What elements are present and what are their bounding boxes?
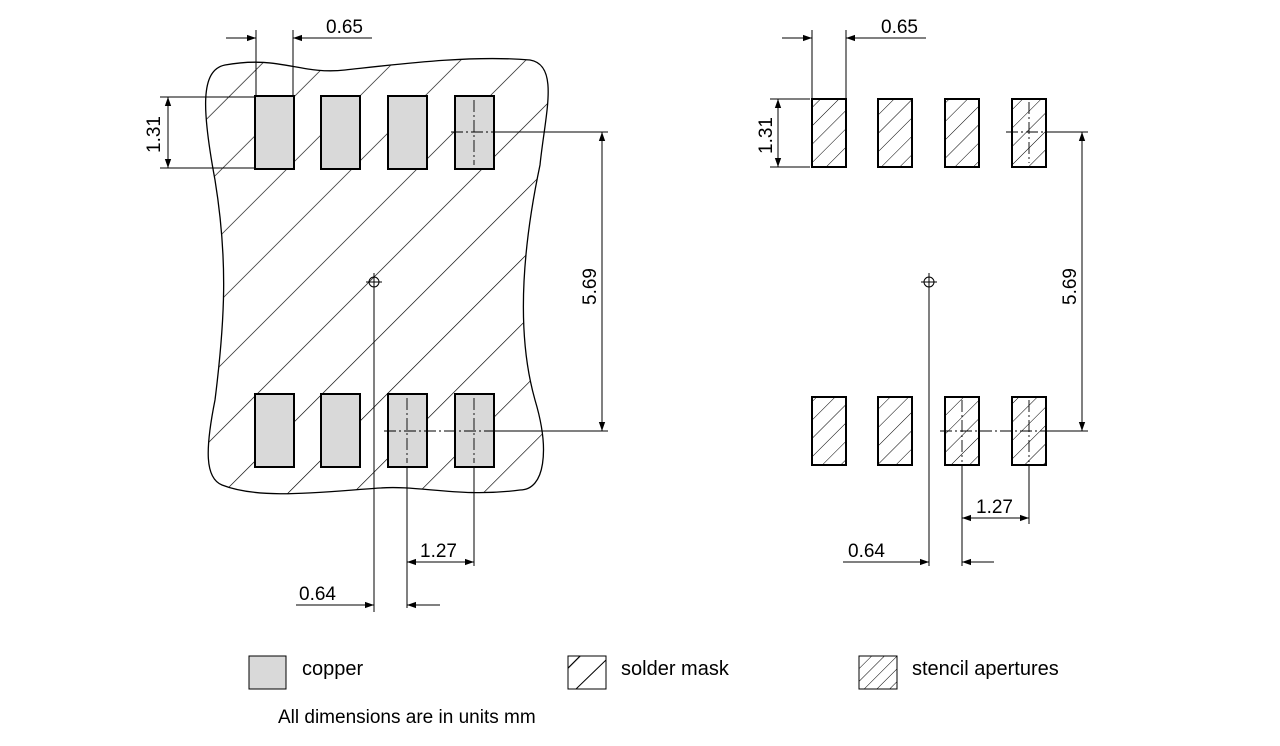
dim-pitch-right-label: 1.27 — [976, 497, 1013, 518]
dim-center-offset-label: 0.64 — [299, 584, 336, 605]
dim-pitch-label: 1.27 — [420, 541, 457, 562]
dim-pad-height-label: 1.31 — [144, 116, 165, 153]
copper-pad — [254, 393, 295, 468]
copper-pads-top — [254, 95, 495, 170]
stencil-apertures-top — [811, 98, 1047, 168]
dim-row-spacing — [496, 131, 608, 432]
stencil-aperture — [877, 98, 913, 168]
legend-label-solder-mask: solder mask — [621, 658, 730, 680]
dim-row-spacing-label: 5.69 — [580, 268, 601, 305]
legend: copper solder mask stencil apertures — [248, 655, 1059, 690]
dim-pitch — [406, 466, 475, 608]
left-view: 0.65 1.31 5.69 1.27 — [144, 17, 608, 612]
copper-pad — [320, 393, 361, 468]
legend-swatch-solder-mask — [567, 655, 607, 690]
legend-swatch-stencil — [858, 655, 898, 690]
center-lines — [384, 100, 500, 463]
copper-pad — [387, 95, 428, 170]
copper-pad — [254, 95, 295, 170]
center-mark — [366, 273, 382, 291]
copper-pad — [387, 393, 428, 468]
legend-label-stencil: stencil apertures — [912, 658, 1059, 680]
legend-label-copper: copper — [302, 658, 363, 680]
stencil-aperture — [811, 396, 847, 466]
dim-pad-width-label: 0.65 — [326, 17, 363, 38]
dim-center-offset — [296, 290, 440, 612]
copper-pad — [454, 393, 495, 468]
right-view: 0.65 1.31 5.69 1.27 — [756, 17, 1088, 566]
dim-pitch-right — [961, 464, 1030, 566]
copper-pad — [454, 95, 495, 170]
dim-pad-height-right-label: 1.31 — [756, 117, 777, 154]
stencil-aperture — [877, 396, 913, 466]
units-note: All dimensions are in units mm — [278, 707, 536, 728]
dim-center-offset-right-label: 0.64 — [848, 541, 885, 562]
legend-swatch-copper — [248, 655, 287, 690]
dim-center-offset-right — [843, 290, 994, 566]
copper-pads-bottom — [254, 393, 495, 468]
dim-pad-width-right — [782, 30, 926, 99]
center-mark-right — [921, 273, 937, 291]
center-lines-right — [940, 102, 1052, 462]
dim-row-spacing-right-label: 5.69 — [1060, 268, 1081, 305]
legend-item-copper: copper — [248, 655, 363, 690]
dim-pad-height — [160, 96, 254, 169]
dim-row-spacing-right — [1050, 131, 1088, 432]
copper-pad — [320, 95, 361, 170]
dim-pad-width-right-label: 0.65 — [881, 17, 918, 38]
legend-item-solder-mask: solder mask — [567, 655, 730, 690]
stencil-aperture — [944, 98, 980, 168]
legend-item-stencil: stencil apertures — [858, 655, 1059, 690]
dim-pad-height-right — [770, 98, 810, 168]
dim-pad-width — [226, 30, 372, 96]
stencil-aperture — [811, 98, 847, 168]
